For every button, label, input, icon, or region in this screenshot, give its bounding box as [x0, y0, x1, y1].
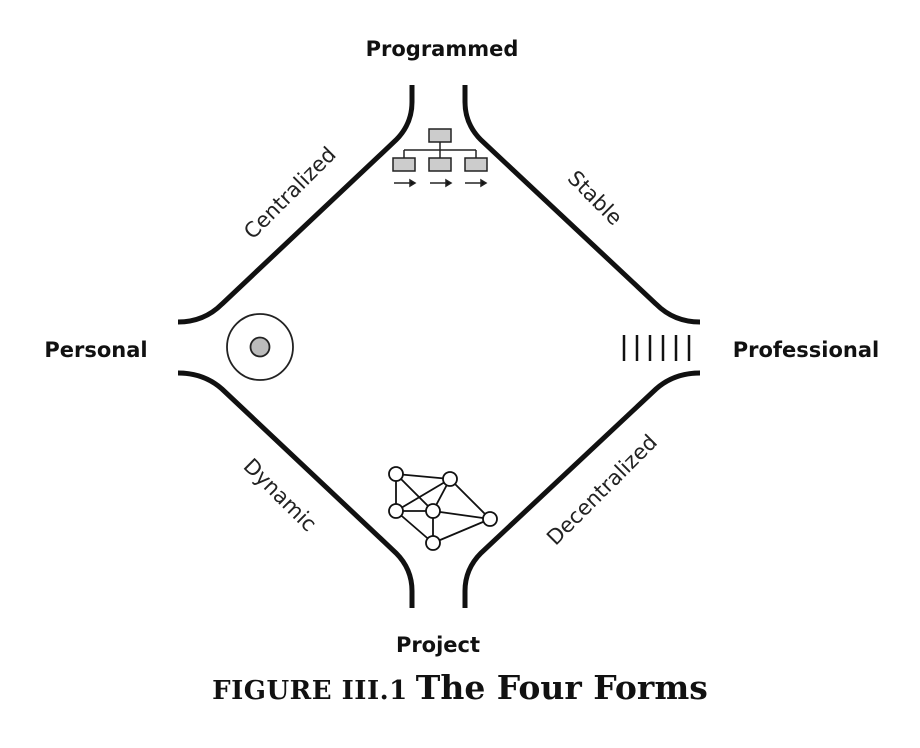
arm-top-right — [462, 85, 701, 325]
edge-centralized: Centralized — [239, 142, 341, 244]
node-professional: Professional — [733, 338, 880, 362]
parallel-bars-icon — [622, 335, 691, 361]
hierarchy-chart-icon — [392, 128, 488, 188]
node-programmed: Programmed — [366, 37, 519, 61]
network-graph-icon — [388, 466, 498, 551]
concentric-circle-icon — [226, 313, 294, 381]
node-project: Project — [396, 633, 480, 657]
node-personal: Personal — [44, 338, 147, 362]
edge-dynamic: Dynamic — [239, 454, 321, 536]
arm-top-left — [177, 85, 415, 325]
edge-stable: Stable — [563, 166, 627, 230]
arm-bottom-right — [462, 370, 701, 608]
figure-number: FIGURE III.1 — [212, 676, 408, 706]
arm-bottom-left — [177, 370, 415, 608]
figure-title: The Four Forms — [415, 668, 708, 707]
edge-decentralized: Decentralized — [542, 430, 662, 550]
